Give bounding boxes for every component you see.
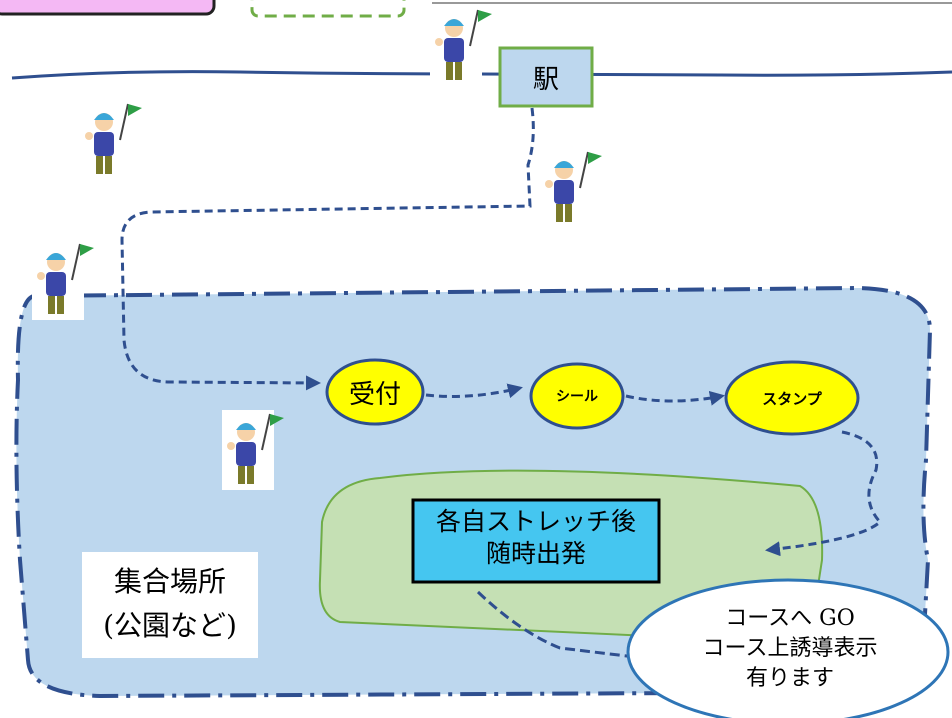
venue-line2: (公園など) (103, 609, 237, 642)
flag-guide-icon (79, 99, 143, 181)
stretch-line1: 各自ストレッチ後 (435, 507, 636, 536)
venue-line1: 集合場所 (113, 565, 226, 598)
flag-guide-icon (539, 147, 603, 229)
course-line3: 有ります (745, 666, 834, 691)
venue-label: 集合場所 (公園など) (82, 560, 258, 648)
route-stamp-to-stretch (765, 430, 883, 557)
stamp-label: スタンプ (762, 389, 822, 408)
sticker-node-shape (529, 362, 625, 430)
station-label: 駅 (532, 64, 559, 95)
stamp-node-shape (724, 360, 860, 436)
green-dashed-box (250, 0, 406, 18)
reception-node-shape (325, 358, 425, 426)
stretch-line2: 随時出発 (485, 539, 586, 568)
route-sticker-to-stamp (625, 390, 725, 406)
venue-label-bg (82, 552, 258, 658)
start-box (411, 498, 661, 584)
sticker-label: シール (556, 389, 598, 405)
course-line2: コース上誘導表示 (702, 636, 878, 661)
route-start-to-course (476, 590, 663, 667)
course-ellipse (626, 578, 950, 718)
station-box (498, 46, 594, 108)
course-line1: コースへ GO (725, 606, 855, 631)
route-reception-to-sticker (425, 383, 523, 399)
stretch-start-label: 各自ストレッチ後 随時出発 (413, 506, 659, 570)
reception-label: 受付 (348, 379, 401, 410)
course-label: コースへ GO コース上誘導表示 有ります (640, 604, 940, 694)
pink-box (0, 0, 216, 16)
